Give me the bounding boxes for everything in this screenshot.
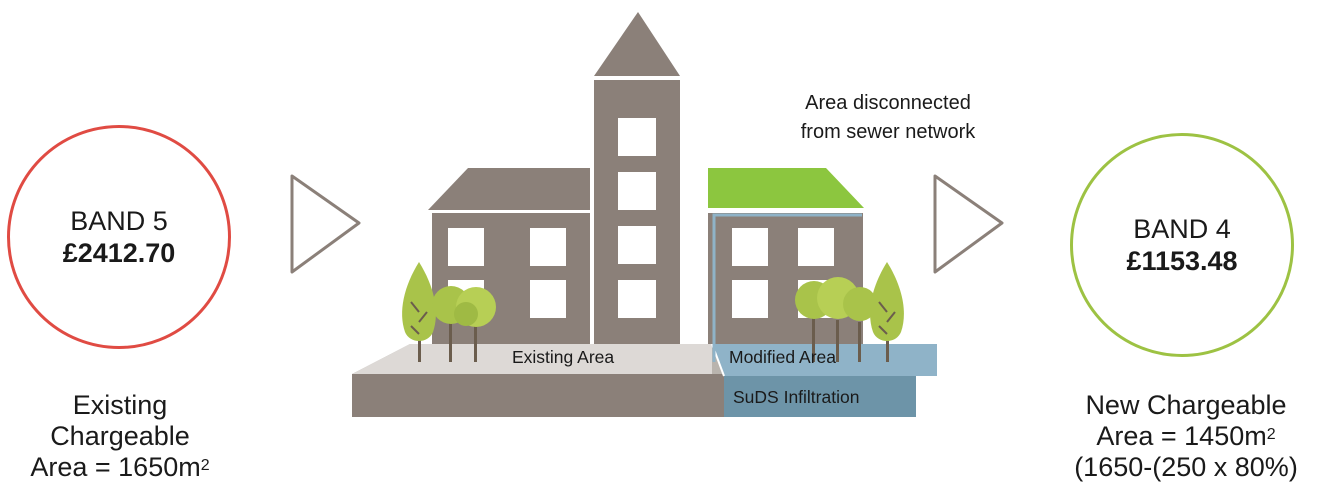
arrow-right-icon	[933, 174, 1004, 274]
new-caption-sup: 2	[1266, 426, 1276, 443]
band-4-price: £1153.48	[1126, 246, 1238, 276]
existing-caption-line3: Area = 1650m	[30, 452, 201, 482]
disconnected-area-outline	[712, 213, 862, 362]
green-roof	[708, 168, 864, 208]
tower-roof	[594, 12, 680, 76]
existing-caption-sup: 2	[200, 457, 210, 474]
band-5-label: BAND 5	[70, 206, 168, 236]
existing-ground-surface	[352, 344, 712, 374]
modified-area-label: Modified Area	[729, 347, 837, 367]
arrow-right-icon	[290, 174, 361, 274]
new-area-caption: New Chargeable Area = 1450m2 (1650-(250 …	[1036, 390, 1336, 483]
tree-icon	[870, 262, 904, 362]
band-5-price: £2412.70	[62, 238, 176, 268]
modified-ground-surface	[712, 344, 937, 376]
new-caption-line2: Area = 1450m	[1096, 421, 1267, 451]
ground-slab-front	[352, 374, 724, 417]
tree-icon	[843, 287, 877, 362]
band-4-label: BAND 4	[1133, 214, 1231, 244]
tree-icon	[454, 287, 496, 362]
disconnected-note-line1: Area disconnected	[805, 92, 971, 114]
band-5-circle: BAND 5 £2412.70	[7, 125, 231, 349]
new-caption-line3: (1650-(250 x 80%)	[1074, 452, 1298, 482]
existing-caption-line3-wrap: Area = 1650m2	[0, 452, 240, 483]
existing-area-label: Existing Area	[512, 347, 615, 367]
new-caption-line2-wrap: Area = 1450m2	[1036, 421, 1336, 452]
suds-infiltration-label: SuDS Infiltration	[733, 387, 860, 407]
new-caption-line1: New Chargeable	[1085, 390, 1287, 420]
existing-area-caption: Existing Chargeable Area = 1650m2	[0, 390, 240, 483]
disconnected-note: Area disconnected from sewer network	[758, 89, 1018, 147]
disconnected-note-line2: from sewer network	[800, 121, 976, 143]
existing-caption-line1: Existing	[72, 390, 168, 420]
band-4-circle: BAND 4 £1153.48	[1070, 133, 1294, 357]
left-wing-roof	[428, 168, 590, 210]
tree-icon	[402, 262, 436, 362]
existing-caption-line2: Chargeable	[50, 421, 190, 451]
suds-infiltration-block	[724, 376, 916, 417]
